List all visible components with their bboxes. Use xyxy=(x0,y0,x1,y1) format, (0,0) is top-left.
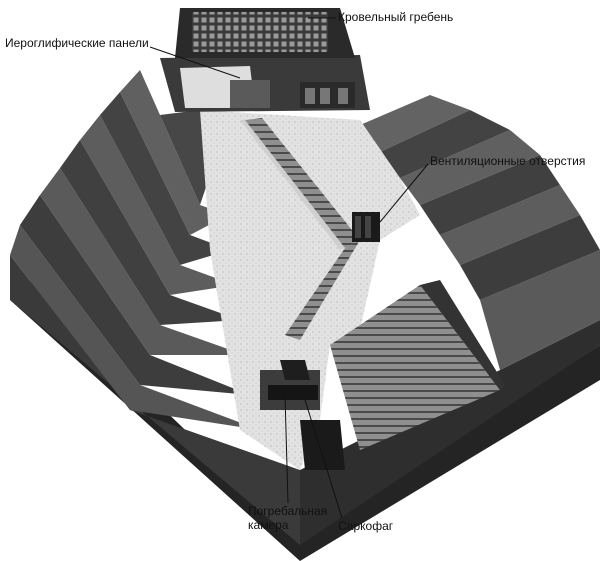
left-terraces xyxy=(10,70,300,545)
roof-comb xyxy=(175,8,355,58)
label-hieroglyphic-panels: Иероглифические панели xyxy=(5,36,149,50)
temple xyxy=(160,55,370,112)
leader-hieroglyphic-panels xyxy=(149,46,241,79)
label-burial-chamber-line2: камера xyxy=(248,518,289,532)
right-terraces xyxy=(300,95,600,545)
leader-ventilation xyxy=(379,163,429,223)
ventilation-openings xyxy=(352,212,380,242)
sarcophagus-shape xyxy=(268,385,318,400)
leader-burial-chamber xyxy=(284,394,289,504)
front-staircase xyxy=(330,280,505,450)
label-burial-chamber-line1: Погребальная xyxy=(248,504,328,518)
leader-lines xyxy=(149,17,429,519)
leader-sarcophagus xyxy=(304,399,343,519)
label-roof-comb: Кровельный гребень xyxy=(338,10,454,24)
label-sarcophagus: Саркофаг xyxy=(338,519,394,533)
label-ventilation-holes: Вентиляционные отверстия xyxy=(430,154,586,168)
interior-stairway xyxy=(245,118,360,340)
